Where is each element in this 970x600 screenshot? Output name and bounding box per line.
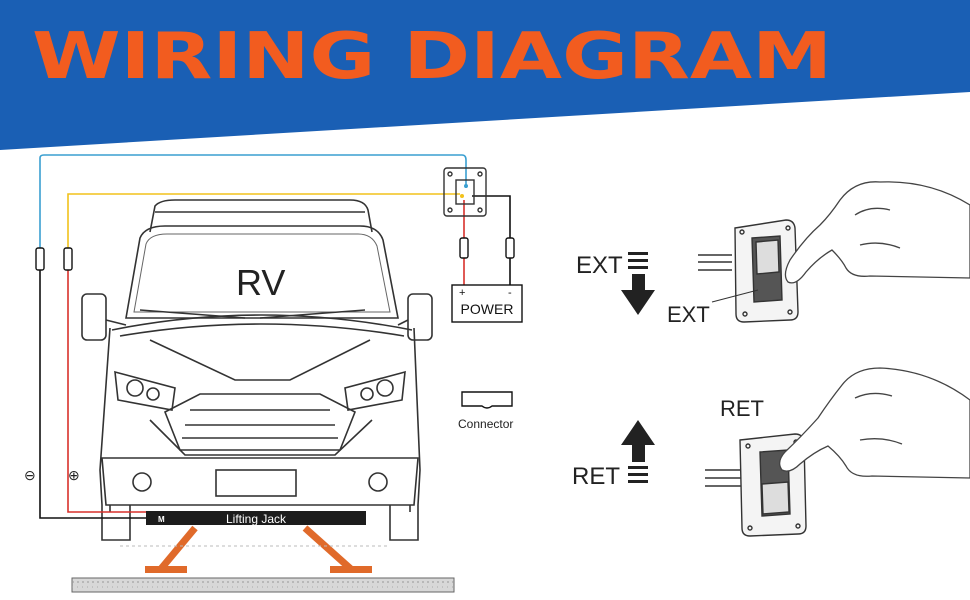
ext-arrow-label: EXT: [576, 252, 623, 279]
inline-fuses: [35, 237, 515, 271]
power-label: POWER: [461, 301, 514, 317]
connector-legend: Connector: [458, 391, 513, 431]
power-plus: +: [459, 287, 465, 299]
header-band: [0, 0, 970, 150]
red-wire-left: [67, 270, 146, 513]
jack-badge: M: [158, 515, 165, 524]
ret-indicator: RET: [572, 420, 655, 490]
ret-arrow-label: RET: [572, 463, 620, 490]
jack-label: Lifting Jack: [226, 512, 287, 526]
lifting-jack: M Lifting Jack: [146, 511, 366, 526]
ground: [71, 577, 455, 593]
connector-icon: [461, 391, 513, 409]
up-arrow-icon: [621, 420, 655, 462]
positive-terminal-symbol: ⊕: [68, 467, 80, 483]
power-battery: + - POWER: [451, 284, 523, 323]
rv-label: RV: [236, 262, 285, 303]
black-wire-left: [39, 270, 146, 519]
blue-wire: [39, 154, 467, 250]
page-title: WIRING DIAGRAM: [32, 20, 832, 94]
down-arrow-icon: [621, 274, 655, 315]
ext-switch: [698, 219, 799, 323]
ext-hand: [784, 181, 970, 284]
ext-indicator: EXT: [576, 252, 655, 315]
ret-hand: [778, 367, 970, 479]
wiring-switch-plate: [443, 167, 487, 217]
jack-legs: [120, 525, 390, 573]
ret-switch-label: RET: [720, 396, 764, 421]
ext-switch-label: EXT: [667, 302, 710, 327]
wires: [39, 154, 511, 519]
power-minus: -: [508, 287, 512, 299]
yellow-wire: [67, 193, 460, 250]
rv-vehicle: [81, 199, 433, 541]
connector-label: Connector: [458, 417, 513, 431]
negative-terminal-symbol: ⊖: [24, 467, 36, 483]
